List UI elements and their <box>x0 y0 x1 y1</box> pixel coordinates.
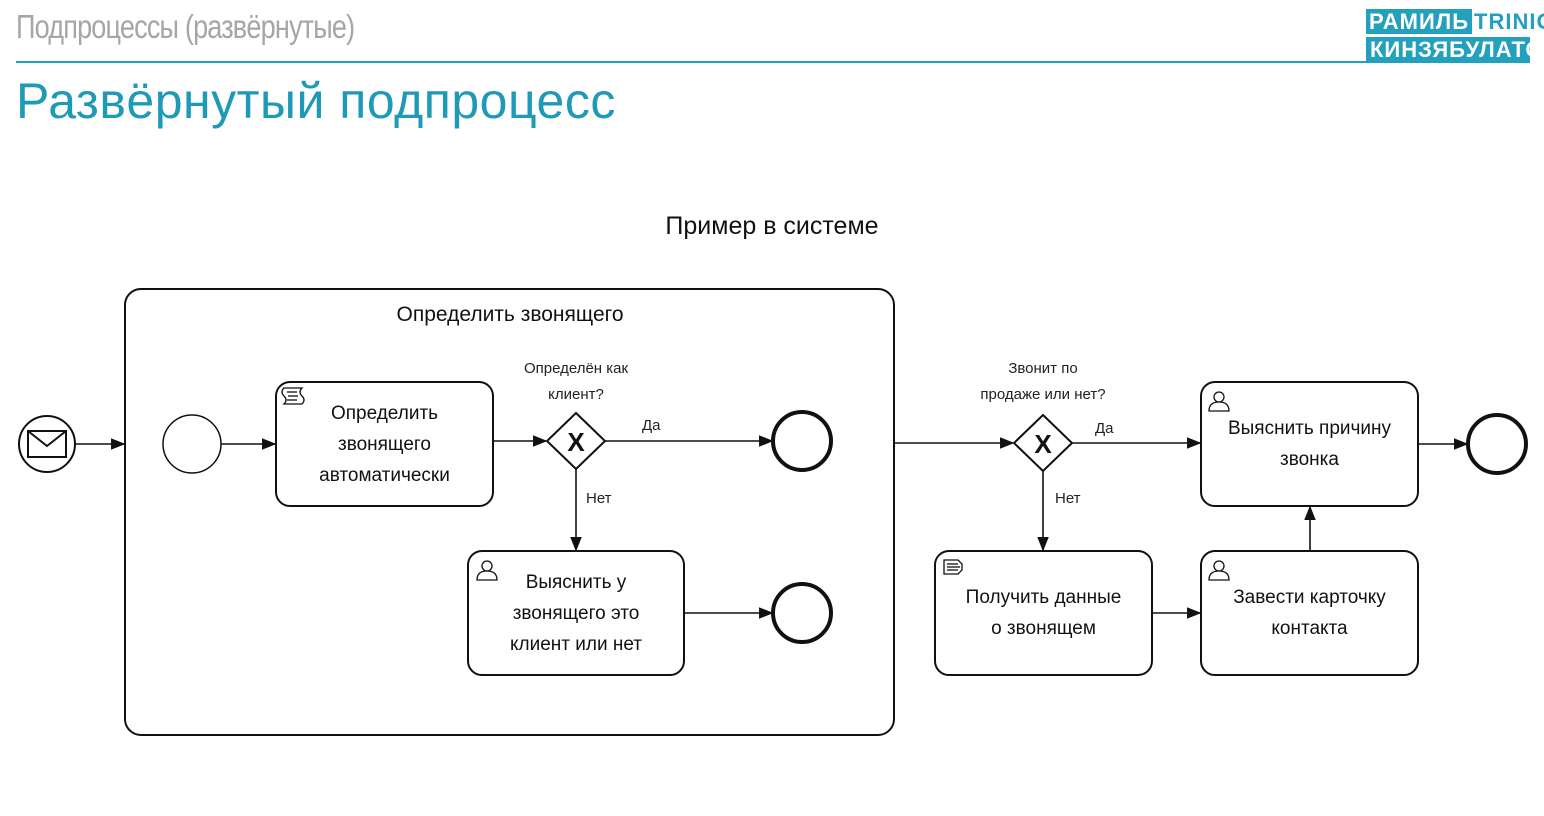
gateway-is-client-question: Определён как клиент? <box>496 356 656 408</box>
envelope-icon <box>27 430 67 458</box>
gateway-is-client[interactable]: X <box>545 411 607 471</box>
main-end-event[interactable] <box>1466 413 1528 475</box>
diagram-subtitle: Пример в системе <box>665 212 879 240</box>
subprocess-box[interactable] <box>124 288 895 736</box>
logo-text-name: РАМИЛЬ <box>1366 9 1473 34</box>
gateway-question-line: Определён как <box>523 360 629 377</box>
header-divider <box>16 61 1530 63</box>
page-title: Развёрнутый подпроцесс <box>16 73 616 129</box>
task-label-line: клиент или нет <box>510 633 642 655</box>
task-label-line: автоматически <box>319 464 450 486</box>
task-label-line: звонящего это <box>512 602 640 624</box>
gateway-is-sale-question: Звонит по продаже или нет? <box>955 356 1131 408</box>
gateway-question-line: клиент? <box>548 386 604 403</box>
logo-row-top: РАМИЛЬTRINION <box>1366 9 1544 34</box>
message-start-event[interactable] <box>18 415 76 473</box>
task-label-line: звонка <box>1280 449 1339 470</box>
task-find-reason-label: Выяснить причину звонка <box>1209 382 1410 506</box>
task-auto-identify-label: Определить звонящего автоматически <box>284 382 485 506</box>
script-icon <box>281 387 305 405</box>
task-label-line: Определить <box>330 402 439 424</box>
user-icon <box>1208 391 1230 412</box>
section-title: Подпроцессы (развёрнутые) <box>16 8 355 45</box>
brand-logo: РАМИЛЬTRINION КИНЗЯБУЛАТОВ <box>1366 9 1544 62</box>
task-label-line: Получить данные <box>965 587 1122 608</box>
task-label-line: контакта <box>1271 618 1348 639</box>
task-label-line: Выяснить у <box>525 571 627 593</box>
flow-label-yes: Да <box>1095 420 1114 437</box>
task-label-line: Выяснить причину <box>1227 418 1392 439</box>
logo-text-brand: TRINION <box>1474 9 1544 34</box>
service-icon <box>943 559 963 575</box>
end-event-client[interactable] <box>771 410 833 472</box>
task-label-line: о звонящем <box>991 618 1096 639</box>
flow-label-no: Нет <box>586 490 612 507</box>
task-create-card-label: Завести карточку контакта <box>1209 551 1410 675</box>
task-get-data-label: Получить данные о звонящем <box>943 551 1144 675</box>
user-icon <box>476 560 498 581</box>
gateway-marker: X <box>1034 429 1052 459</box>
logo-text-surname: КИНЗЯБУЛАТОВ <box>1366 37 1544 62</box>
flow-label-yes: Да <box>642 417 661 434</box>
task-label-line: Завести карточку <box>1233 587 1386 608</box>
gateway-is-sale[interactable]: X <box>1012 413 1074 473</box>
end-event-ask[interactable] <box>771 582 833 644</box>
gateway-marker: X <box>567 427 585 457</box>
subprocess-start-event[interactable] <box>162 414 222 474</box>
flow-label-no: Нет <box>1055 490 1081 507</box>
task-ask-caller-label: Выяснить у звонящего это клиент или нет <box>476 551 676 675</box>
user-icon <box>1208 560 1230 581</box>
gateway-question-line: Звонит по <box>1008 360 1078 377</box>
subprocess-label: Определить звонящего <box>396 302 624 326</box>
gateway-question-line: продаже или нет? <box>980 386 1106 403</box>
task-label-line: звонящего <box>337 433 431 455</box>
